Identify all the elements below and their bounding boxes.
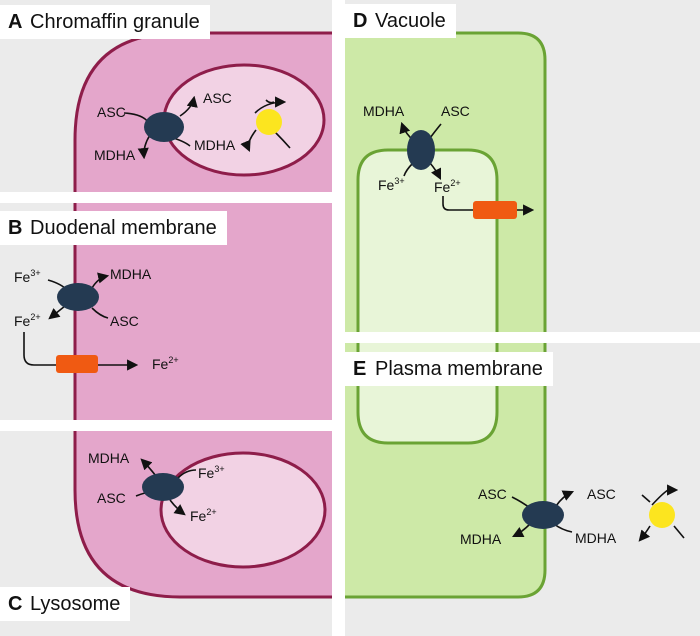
b-fe2: Fe2+ — [14, 312, 41, 329]
a-mdha-inside: MDHA — [194, 137, 236, 153]
cytochrome-b561-lysosome — [142, 473, 184, 501]
c-mdha: MDHA — [88, 450, 130, 466]
panel-e-label: E Plasma membrane — [345, 352, 553, 386]
c-fe3: Fe3+ — [198, 464, 225, 481]
panel-b-title: Duodenal membrane — [30, 216, 217, 239]
cytochrome-b561-transporter — [144, 112, 184, 142]
panel-d-letter: D — [353, 9, 368, 32]
dmt1-iron-transporter-b — [56, 355, 98, 373]
panel-d-title: Vacuole — [375, 9, 446, 32]
panel-c-letter: C — [8, 592, 23, 615]
separator-vertical — [332, 0, 345, 636]
separator-d-e — [345, 332, 700, 343]
chromaffin-granule-vesicle — [162, 63, 326, 177]
panel-a-title: Chromaffin granule — [30, 10, 200, 33]
d-fe3: Fe3+ — [378, 176, 405, 193]
panel-e-title: Plasma membrane — [375, 357, 543, 380]
panel-c-diagram: MDHA ASC Fe3+ Fe2+ — [88, 450, 225, 524]
panel-b-diagram: Fe3+ MDHA Fe2+ ASC Fe2+ — [14, 266, 179, 373]
e-mdha-outside: MDHA — [575, 530, 617, 546]
lysosome-vesicle — [159, 451, 327, 569]
b-fe2-out: Fe2+ — [152, 355, 179, 372]
panel-d-label: D Vacuole — [345, 4, 456, 38]
panel-c-title: Lysosome — [30, 592, 121, 615]
d-asc: ASC — [441, 103, 470, 119]
panel-a-label: A Chromaffin granule — [0, 5, 210, 39]
c-fe2: Fe2+ — [190, 507, 217, 524]
a-asc-outside: ASC — [97, 104, 126, 120]
iron-transporter-d — [473, 201, 517, 219]
panel-e-diagram: ASC MDHA ASC MDHA — [460, 484, 685, 547]
panel-d-diagram: MDHA ASC Fe3+ Fe2+ — [363, 103, 535, 219]
panel-a-diagram: ASC MDHA ASC MDHA — [94, 90, 291, 163]
yellow-enzyme-a — [256, 109, 282, 135]
d-mdha: MDHA — [363, 103, 405, 119]
cytochrome-b561-vacuole — [407, 130, 435, 170]
e-asc-outside: ASC — [587, 486, 616, 502]
e-mdha-inside: MDHA — [460, 531, 502, 547]
separator-a-b — [0, 192, 332, 203]
c-asc: ASC — [97, 490, 126, 506]
a-asc-inside: ASC — [203, 90, 232, 106]
panel-e-letter: E — [353, 357, 367, 380]
b-asc: ASC — [110, 313, 139, 329]
panel-c-label: C Lysosome — [0, 587, 131, 621]
e-asc-inside: ASC — [478, 486, 507, 502]
cytochrome-b561-plasma — [522, 501, 564, 529]
b-mdha: MDHA — [110, 266, 152, 282]
panel-b-label: B Duodenal membrane — [0, 211, 227, 245]
vacuole — [356, 148, 499, 445]
separator-b-c — [0, 420, 332, 431]
dcytb-transporter — [57, 283, 99, 311]
panel-b-letter: B — [8, 216, 23, 239]
panel-a-letter: A — [8, 10, 23, 33]
d-fe2: Fe2+ — [434, 178, 461, 195]
yellow-enzyme-e — [649, 502, 675, 528]
a-mdha-outside: MDHA — [94, 147, 136, 163]
b-fe3: Fe3+ — [14, 268, 41, 285]
